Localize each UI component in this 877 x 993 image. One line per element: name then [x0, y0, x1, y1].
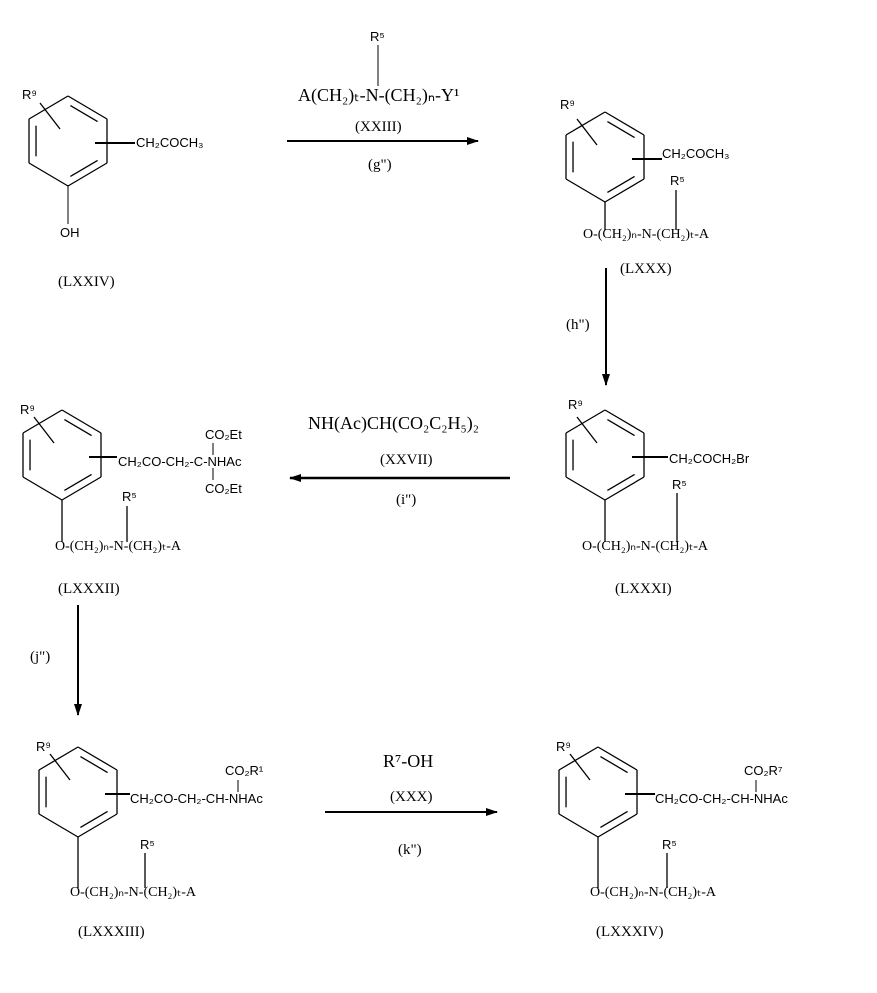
- lxxxiv-substituent: CH₂CO-CH₂-CH-NHAc: [655, 792, 788, 805]
- lxxiv-r9: R⁹: [22, 88, 37, 101]
- lxxx-chain: O-(CH₂)ₙ-N-(CH₂)ₜ-A: [583, 228, 709, 242]
- lxxxi-ring-bond: [566, 477, 605, 500]
- lxxxiii-chain: O-(CH₂)ₙ-N-(CH₂)ₜ-A: [70, 886, 196, 900]
- lxxxi-ring-bond: [566, 410, 605, 433]
- lxxxii-r9: R⁹: [20, 403, 35, 416]
- step-g-label: (g"): [368, 158, 392, 173]
- lxxxi-chain: O-(CH₂)ₙ-N-(CH₂)ₜ-A: [582, 540, 708, 554]
- step-i-compound: (XXVII): [380, 453, 432, 468]
- lxxxii-co2et-bottom: CO₂Et: [205, 482, 242, 495]
- lxxxiv-r5: R⁵: [662, 838, 677, 851]
- step-g-reagent: A(CH₂)ₜ-N-(CH₂)ₙ-Y¹: [298, 86, 459, 104]
- lxxiv-oh: OH: [60, 226, 80, 239]
- lxxiv-substituent: CH₂COCH₃: [136, 136, 203, 149]
- lxxxii-co2et-top: CO₂Et: [205, 428, 242, 441]
- step-k-label: (k"): [398, 843, 422, 858]
- step-g-r5: R⁵: [370, 30, 385, 43]
- lxxxiii-co2r1: CO₂R¹: [225, 764, 263, 777]
- lxxxi-r9: R⁹: [568, 398, 583, 411]
- lxxiv-double-bond: [70, 106, 97, 122]
- lxxxi-double-bond: [607, 474, 634, 490]
- step-h-label: (h"): [566, 318, 590, 333]
- lxxxiii-label: (LXXXIII): [78, 925, 145, 940]
- lxxx-double-bond: [607, 122, 634, 138]
- lxxxii-chain: O-(CH₂)ₙ-N-(CH₂)ₜ-A: [55, 540, 181, 554]
- lxxxiii-r5: R⁵: [140, 838, 155, 851]
- lxxxi-label: (LXXXI): [615, 582, 672, 597]
- lxxxii-r5: R⁵: [122, 490, 137, 503]
- lxxx-ring-bond: [566, 179, 605, 202]
- lxxxiv-chain: O-(CH₂)ₙ-N-(CH₂)ₜ-A: [590, 886, 716, 900]
- lxxxiv-ring-bond: [559, 814, 598, 837]
- lxxxiii-double-bond: [80, 757, 107, 773]
- lxxxii-ring-bond: [23, 477, 62, 500]
- lxxxiv-co2r7: CO₂R⁷: [744, 764, 783, 777]
- lxxiv-ring-bond: [29, 163, 68, 186]
- lxxiv-double-bond: [70, 160, 97, 176]
- lxxxiv-double-bond: [600, 757, 627, 773]
- lxxiv-label: (LXXIV): [58, 275, 115, 290]
- step-j-label: (j"): [30, 650, 50, 665]
- step-k-reagent: R⁷-OH: [383, 752, 433, 770]
- lxxxiii-double-bond: [80, 811, 107, 827]
- step-i-label: (i"): [396, 493, 416, 508]
- lxxxii-label: (LXXXII): [58, 582, 120, 597]
- lxxxiii-substituent: CH₂CO-CH₂-CH-NHAc: [130, 792, 263, 805]
- lxxx-r5: R⁵: [670, 174, 685, 187]
- step-i-reagent: NH(Ac)CH(CO₂C₂H₅)₂: [308, 414, 479, 432]
- lxxxiv-label: (LXXXIV): [596, 925, 663, 940]
- lxxx-substituent: CH₂COCH₃: [662, 147, 729, 160]
- step-g-compound: (XXIII): [355, 120, 402, 135]
- lxxxiii-ring-bond: [39, 814, 78, 837]
- lxxx-double-bond: [607, 176, 634, 192]
- lxxxiv-r9: R⁹: [556, 740, 571, 753]
- lxxxiii-r9: R⁹: [36, 740, 51, 753]
- lxxx-ring-bond: [566, 112, 605, 135]
- lxxxii-double-bond: [64, 420, 91, 436]
- lxxxi-substituent: CH₂COCH₂Br: [669, 452, 749, 465]
- lxxxii-substituent: CH₂CO-CH₂-C-NHAc: [118, 455, 241, 468]
- step-k-compound: (XXX): [390, 790, 433, 805]
- lxxxii-double-bond: [64, 474, 91, 490]
- lxxx-label: (LXXX): [620, 262, 672, 277]
- lxxxiv-double-bond: [600, 811, 627, 827]
- lxxxi-double-bond: [607, 420, 634, 436]
- lxxxi-r5: R⁵: [672, 478, 687, 491]
- lxxx-r9: R⁹: [560, 98, 575, 111]
